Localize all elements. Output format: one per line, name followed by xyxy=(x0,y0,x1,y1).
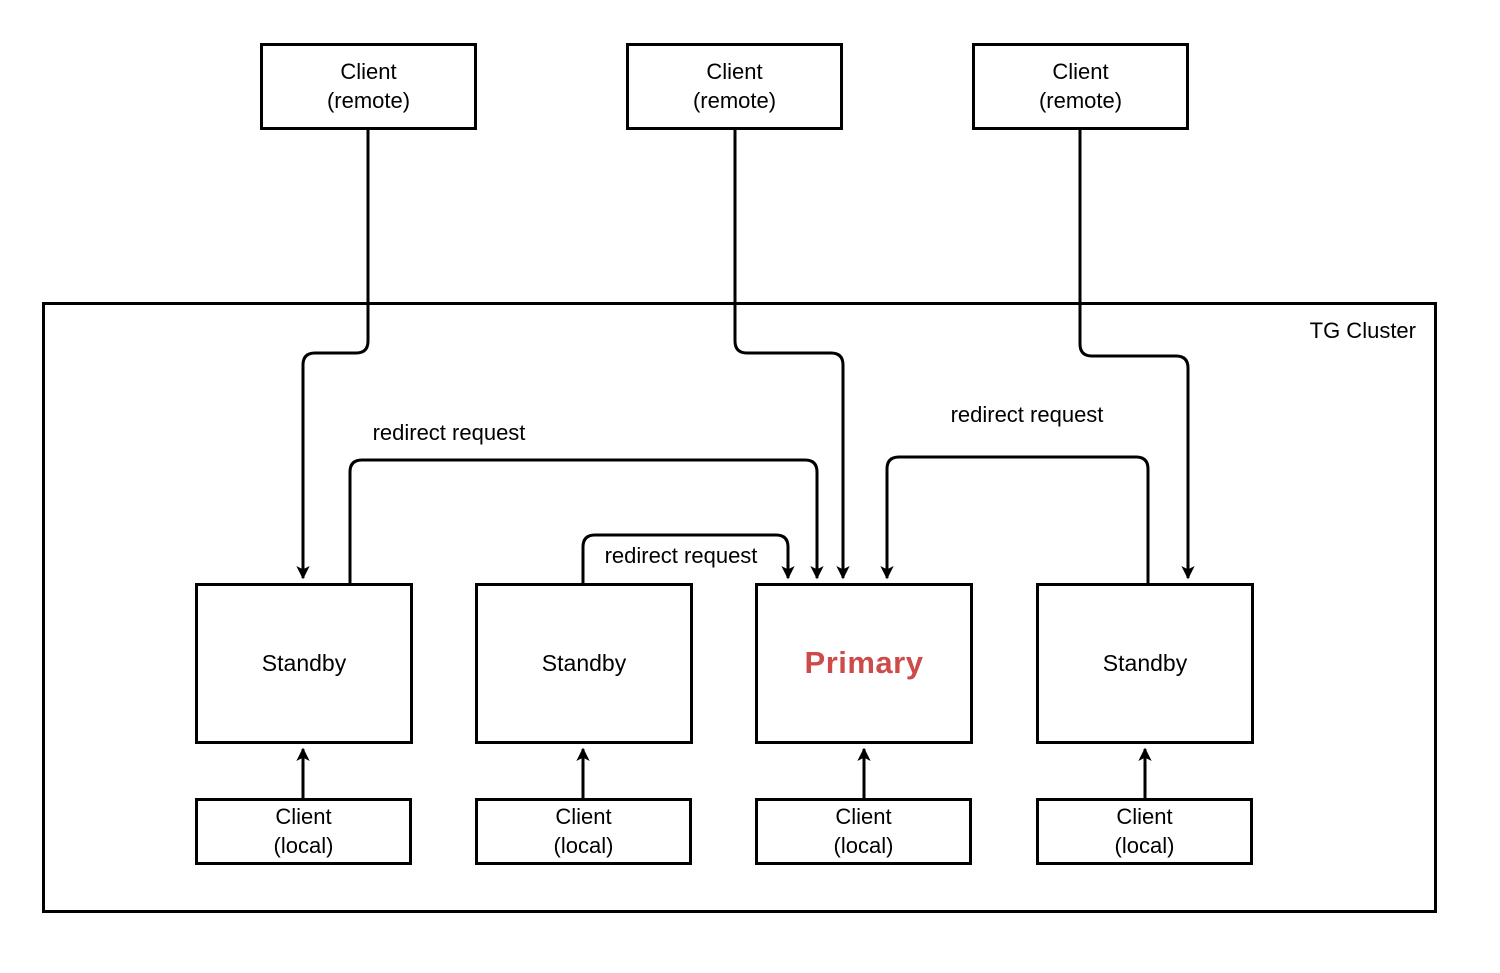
node-client-remote-1-label: Client (remote) xyxy=(326,58,411,113)
node-client-local-4-label: Client (local) xyxy=(1114,803,1175,858)
tg-cluster-label: TG Cluster xyxy=(1309,318,1416,343)
node-client-local-3: Client (local) xyxy=(755,798,972,865)
node-standby-1: Standby xyxy=(195,583,413,744)
node-client-remote-3-label: Client (remote) xyxy=(1038,58,1123,113)
node-client-remote-3: Client (remote) xyxy=(972,43,1189,130)
node-client-local-1-label: Client (local) xyxy=(273,803,334,858)
node-client-remote-2-label: Client (remote) xyxy=(692,58,777,113)
node-client-remote-1: Client (remote) xyxy=(260,43,477,130)
node-client-local-1: Client (local) xyxy=(195,798,412,865)
node-primary: Primary xyxy=(755,583,973,744)
edge-label-standby2-primary: redirect request xyxy=(604,543,758,568)
node-client-remote-2: Client (remote) xyxy=(626,43,843,130)
node-standby-2: Standby xyxy=(475,583,693,744)
node-client-local-4: Client (local) xyxy=(1036,798,1253,865)
node-standby-4: Standby xyxy=(1036,583,1254,744)
node-primary-label: Primary xyxy=(804,645,924,681)
edge-label-standby1-primary: redirect request xyxy=(372,420,526,445)
node-client-local-2: Client (local) xyxy=(475,798,692,865)
node-client-local-2-label: Client (local) xyxy=(553,803,614,858)
node-standby-1-label: Standby xyxy=(261,649,347,676)
node-client-local-3-label: Client (local) xyxy=(833,803,894,858)
node-standby-2-label: Standby xyxy=(541,649,627,676)
edge-label-standby4-primary: redirect request xyxy=(950,402,1104,427)
node-standby-4-label: Standby xyxy=(1102,649,1188,676)
